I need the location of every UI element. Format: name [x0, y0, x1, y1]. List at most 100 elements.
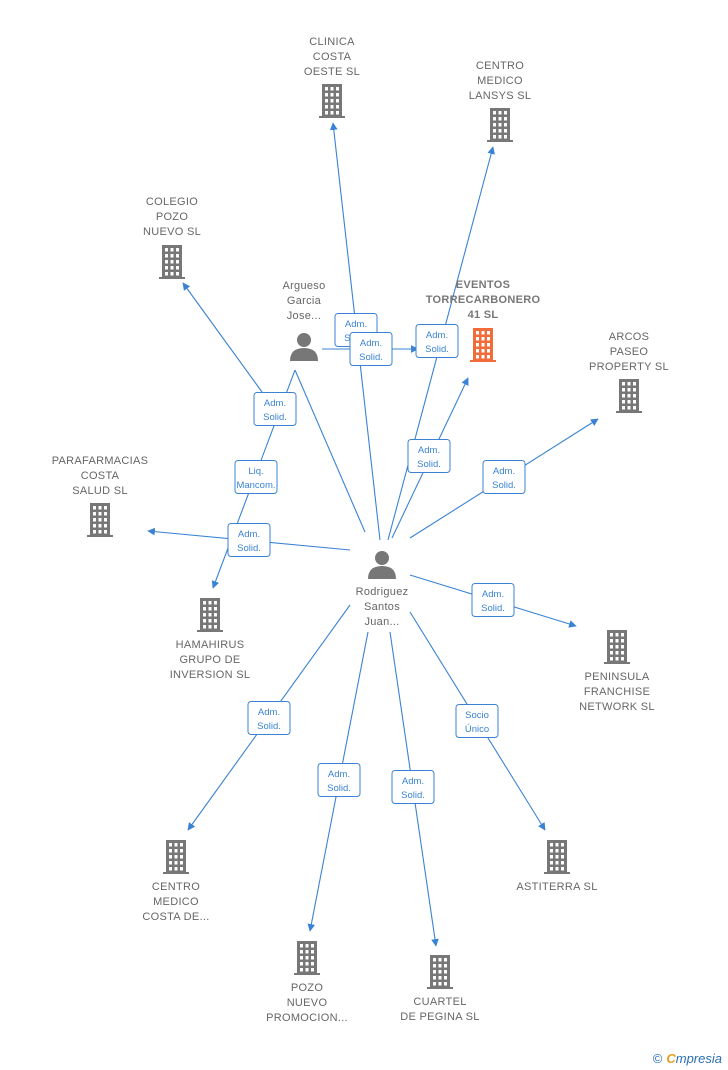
badge-box[interactable]	[455, 704, 499, 738]
badge-label-line: Adm.	[418, 445, 440, 456]
badge-label-line: Solid.	[481, 603, 505, 614]
node-label-line: 41 SL	[468, 309, 499, 321]
node-label-line: OESTE SL	[304, 66, 360, 78]
node-label-line: PASEO	[610, 346, 649, 358]
building-icon[interactable]	[197, 598, 223, 632]
relation-badge-eventos[interactable]: Adm. Solid.	[407, 439, 451, 473]
node-label-line: POZO	[291, 982, 324, 994]
company-node-hamahirus[interactable]: HAMAHIRUS GRUPO DE INVERSION SL	[170, 598, 251, 681]
building-icon[interactable]	[470, 328, 496, 362]
badge-label-line: Único	[465, 724, 489, 735]
node-label-line: Rodriguez	[356, 586, 409, 598]
badge-box[interactable]	[349, 332, 393, 366]
badge-label-line: Solid.	[257, 721, 281, 732]
badge-box[interactable]	[391, 770, 435, 804]
node-label-line: NETWORK SL	[579, 701, 655, 713]
node-label-line: INVERSION SL	[170, 669, 251, 681]
node-label-line: COLEGIO	[146, 196, 198, 208]
person-icon[interactable]	[368, 551, 396, 579]
node-label-line: Garcia	[287, 295, 322, 307]
person-node-argueso[interactable]: ArguesoGarciaJose...	[282, 280, 325, 361]
relation-badge-arcos[interactable]: Adm.Solid.	[482, 460, 526, 494]
building-icon[interactable]	[604, 630, 630, 664]
badge-label-line: Adm.	[493, 466, 515, 477]
badge-label-line: Mancom.	[236, 480, 275, 491]
building-icon[interactable]	[427, 955, 453, 989]
badge-label-line: Solid.	[327, 783, 351, 794]
badge-label-line: Socio	[465, 710, 489, 721]
node-label-line: Juan...	[364, 616, 399, 628]
relation-badge-hamahirus[interactable]: Liq.Mancom.	[234, 460, 278, 494]
building-icon[interactable]	[616, 379, 642, 413]
badge-box[interactable]	[227, 523, 271, 557]
node-label-line: FRANCHISE	[584, 686, 650, 698]
badge-box[interactable]	[415, 324, 459, 358]
node-label-line: SALUD SL	[72, 485, 128, 497]
building-icon[interactable]	[319, 84, 345, 118]
building-icon[interactable]	[87, 503, 113, 537]
badge-box[interactable]	[234, 460, 278, 494]
badge-label-line: Adm.	[360, 338, 382, 349]
relation-badge-eventos[interactable]: Adm. Solid.	[349, 332, 393, 366]
badge-box[interactable]	[482, 460, 526, 494]
node-label-line: HAMAHIRUS	[176, 639, 245, 651]
node-label-line: ARCOS	[609, 331, 650, 343]
node-label-line: PROMOCION...	[266, 1012, 348, 1024]
building-icon[interactable]	[487, 108, 513, 142]
badge-label-line: Solid.	[237, 543, 261, 554]
relation-badge-cuartel[interactable]: Adm.Solid.	[391, 770, 435, 804]
node-label-line: CENTRO	[152, 881, 200, 893]
node-label-line: COSTA	[313, 51, 352, 63]
badge-label-line: Solid.	[359, 352, 383, 363]
node-label-line: CENTRO	[476, 60, 524, 72]
brand-initial: C	[666, 1051, 676, 1066]
badge-box[interactable]	[407, 439, 451, 473]
badge-label-line: Adm.	[328, 769, 350, 780]
building-icon[interactable]	[163, 840, 189, 874]
badge-label-line: Solid.	[425, 344, 449, 355]
node-label-line: ASTITERRA SL	[516, 881, 597, 893]
company-node-pozo[interactable]: POZONUEVOPROMOCION...	[266, 941, 348, 1024]
person-icon[interactable]	[290, 333, 318, 361]
node-label-line: PROPERTY SL	[589, 361, 669, 373]
badge-label-line: Solid.	[401, 790, 425, 801]
node-label-line: DE PEGINA SL	[400, 1011, 479, 1023]
relation-badge-centro_lansys[interactable]: Adm. Solid.	[415, 324, 459, 358]
node-label-line: TORRECARBONERO	[426, 294, 541, 306]
relation-badge-centro_costa[interactable]: Adm.Solid.	[247, 701, 291, 735]
building-icon[interactable]	[544, 840, 570, 874]
building-icon[interactable]	[159, 245, 185, 279]
person-node-rodriguez[interactable]: RodriguezSantosJuan...	[356, 551, 409, 628]
relation-badge-parafarmacias[interactable]: Adm.Solid.	[227, 523, 271, 557]
badge-label-line: Solid.	[263, 412, 287, 423]
badge-box[interactable]	[247, 701, 291, 735]
relation-badge-peninsula[interactable]: Adm. Solid.	[471, 583, 515, 617]
node-label-line: PARAFARMACIAS	[52, 455, 149, 467]
node-label-line: COSTA DE...	[142, 911, 209, 923]
badge-box[interactable]	[253, 392, 297, 426]
badge-label-line: Solid.	[417, 459, 441, 470]
relation-badge-colegio[interactable]: Adm.Solid.	[253, 392, 297, 426]
company-node-arcos[interactable]: ARCOS PASEO PROPERTY SL	[589, 331, 669, 413]
brand-name: mpresia	[675, 1051, 722, 1066]
badge-box[interactable]	[471, 583, 515, 617]
node-label-line: GRUPO DE	[179, 654, 240, 666]
company-node-astiterra[interactable]: ASTITERRA SL	[516, 840, 597, 893]
badge-label-line: Adm.	[426, 330, 448, 341]
badge-label-line: Adm.	[482, 589, 504, 600]
company-node-parafarmacias[interactable]: PARAFARMACIAS COSTA SALUD SL	[52, 455, 149, 537]
building-icon[interactable]	[294, 941, 320, 975]
relation-badge-pozo[interactable]: Adm. Solid.	[317, 763, 361, 797]
node-label-line: NUEVO SL	[143, 226, 201, 238]
badge-box[interactable]	[317, 763, 361, 797]
node-label-line: COSTA	[81, 470, 120, 482]
